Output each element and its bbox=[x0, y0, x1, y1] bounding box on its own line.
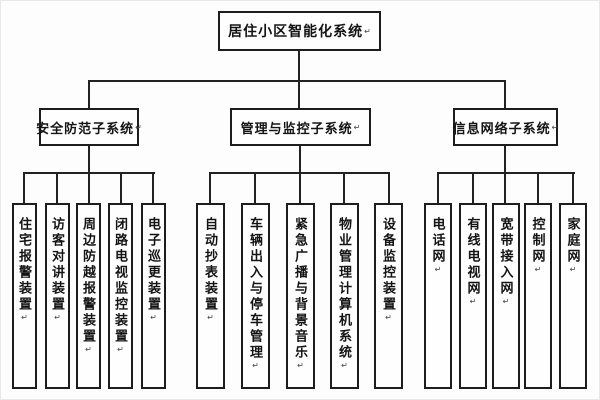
label-text: 控制网 bbox=[530, 217, 546, 265]
paragraph-mark: ↵ bbox=[364, 26, 371, 36]
leaf-node-property-computer: 物业管理计算机系统↵ bbox=[330, 203, 359, 389]
connector bbox=[537, 173, 539, 203]
leaf-node-label: 电话网↵ bbox=[430, 217, 446, 274]
connector-rail-security bbox=[23, 172, 155, 174]
node-security-subsystem: 安全防范子系统↵ bbox=[36, 108, 142, 146]
paragraph-mark: ↵ bbox=[340, 361, 349, 370]
paragraph-mark: ↵ bbox=[533, 265, 543, 274]
leaf-node-label: 紧急广播与背景音乐↵ bbox=[293, 217, 308, 370]
connector bbox=[437, 173, 439, 203]
leaf-node-broadband-access: 宽带接入网↵ bbox=[492, 203, 520, 389]
leaf-node-label: 自动抄表装置↵ bbox=[203, 217, 218, 322]
label-text: 周边防越报警装置 bbox=[81, 217, 96, 345]
paragraph-mark: ↵ bbox=[206, 313, 215, 322]
paragraph-mark: ↵ bbox=[296, 361, 305, 370]
connector-rail-network bbox=[437, 172, 575, 174]
connector bbox=[472, 173, 474, 203]
leaf-node-label: 周边防越报警装置↵ bbox=[81, 217, 96, 354]
leaf-node-label: 闭路电视监控装置↵ bbox=[113, 217, 128, 354]
connector bbox=[209, 173, 211, 203]
leaf-node-label: 宽带接入网↵ bbox=[498, 217, 514, 306]
connector-network-stem bbox=[504, 146, 506, 203]
connector bbox=[388, 173, 390, 203]
paragraph-mark: ↵ bbox=[53, 313, 62, 322]
label-text: 紧急广播与背景音乐 bbox=[293, 217, 308, 361]
node-label: 管理与监控子系统 bbox=[240, 120, 353, 136]
leaf-node-label: 住宅报警装置↵ bbox=[17, 217, 32, 322]
label-text: 电话网 bbox=[430, 217, 446, 265]
leaf-node-cable-tv-network: 有线电视网↵ bbox=[459, 203, 487, 389]
label-text: 家庭网 bbox=[565, 217, 581, 265]
connector-drop-right bbox=[504, 81, 506, 108]
leaf-node-label: 电子巡更装置↵ bbox=[146, 217, 161, 322]
label-text: 设备监控装置 bbox=[381, 217, 396, 313]
leaf-node-electronic-patrol: 电子巡更装置↵ bbox=[141, 203, 166, 389]
label-text: 自动抄表装置 bbox=[203, 217, 218, 313]
leaf-node-visitor-intercom: 访客对讲装置↵ bbox=[45, 203, 70, 389]
paragraph-mark: ↵ bbox=[84, 345, 93, 354]
label-text: 访客对讲装置 bbox=[50, 217, 65, 313]
connector bbox=[56, 173, 58, 203]
leaf-node-cctv-monitoring: 闭路电视监控装置↵ bbox=[108, 203, 133, 389]
connector-root-middle bbox=[298, 51, 300, 108]
node-label: 安全防范子系统 bbox=[36, 120, 135, 136]
leaf-node-vehicle-parking: 车辆出入与停车管理↵ bbox=[241, 203, 270, 389]
node-network-subsystem: 信息网络子系统↵ bbox=[453, 108, 558, 146]
leaf-node-home-network: 家庭网↵ bbox=[559, 203, 587, 389]
leaf-node-label: 控制网↵ bbox=[530, 217, 546, 274]
paragraph-mark: ↵ bbox=[353, 122, 361, 132]
connector bbox=[152, 173, 154, 203]
label-text: 物业管理计算机系统 bbox=[337, 217, 352, 361]
paragraph-mark: ↵ bbox=[433, 265, 443, 274]
leaf-node-label: 车辆出入与停车管理↵ bbox=[248, 217, 263, 370]
paragraph-mark: ↵ bbox=[149, 313, 158, 322]
leaf-node-meter-reading: 自动抄表装置↵ bbox=[196, 203, 225, 389]
label-text: 车辆出入与停车管理 bbox=[248, 217, 263, 361]
leaf-node-control-network: 控制网↵ bbox=[524, 203, 552, 389]
node-label: 信息网络子系统 bbox=[452, 120, 551, 136]
root-node: 居住小区智能化系统↵ bbox=[218, 11, 381, 51]
leaf-node-label: 有线电视网↵ bbox=[465, 217, 481, 306]
leaf-node-broadcast-music: 紧急广播与背景音乐↵ bbox=[286, 203, 315, 389]
leaf-node-telephone-network: 电话网↵ bbox=[424, 203, 452, 389]
connector bbox=[572, 173, 574, 203]
paragraph-mark: ↵ bbox=[116, 345, 125, 354]
paragraph-mark: ↵ bbox=[501, 297, 511, 306]
paragraph-mark: ↵ bbox=[468, 297, 478, 306]
connector bbox=[120, 173, 122, 203]
paragraph-mark: ↵ bbox=[251, 361, 260, 370]
label-text: 闭路电视监控装置 bbox=[113, 217, 128, 345]
connector bbox=[23, 173, 25, 203]
root-node-label: 居住小区智能化系统 bbox=[228, 23, 364, 39]
paragraph-mark: ↵ bbox=[568, 265, 578, 274]
leaf-node-label: 物业管理计算机系统↵ bbox=[337, 217, 352, 370]
paragraph-mark: ↵ bbox=[384, 313, 393, 322]
node-management-subsystem: 管理与监控子系统↵ bbox=[230, 108, 371, 146]
paragraph-mark: ↵ bbox=[551, 122, 559, 132]
leaf-node-residential-alarm: 住宅报警装置↵ bbox=[12, 203, 37, 389]
label-text: 有线电视网 bbox=[465, 217, 481, 297]
paragraph-mark: ↵ bbox=[20, 313, 29, 322]
label-text: 住宅报警装置 bbox=[17, 217, 32, 313]
paragraph-mark: ↵ bbox=[135, 122, 142, 132]
connector-rail-management bbox=[209, 172, 390, 174]
leaf-node-label: 访客对讲装置↵ bbox=[50, 217, 65, 322]
leaf-node-label: 家庭网↵ bbox=[565, 217, 581, 274]
connector-security-stem bbox=[88, 146, 90, 203]
leaf-node-perimeter-alarm: 周边防越报警装置↵ bbox=[76, 203, 101, 389]
label-text: 电子巡更装置 bbox=[146, 217, 161, 313]
connector bbox=[343, 173, 345, 203]
connector-drop-left bbox=[88, 81, 90, 108]
connector bbox=[254, 173, 256, 203]
leaf-node-label: 设备监控装置↵ bbox=[381, 217, 396, 322]
label-text: 宽带接入网 bbox=[498, 217, 514, 297]
connector-management-stem bbox=[299, 146, 301, 203]
leaf-node-equipment-monitoring: 设备监控装置↵ bbox=[374, 203, 403, 389]
connector-rail-top bbox=[88, 80, 506, 82]
